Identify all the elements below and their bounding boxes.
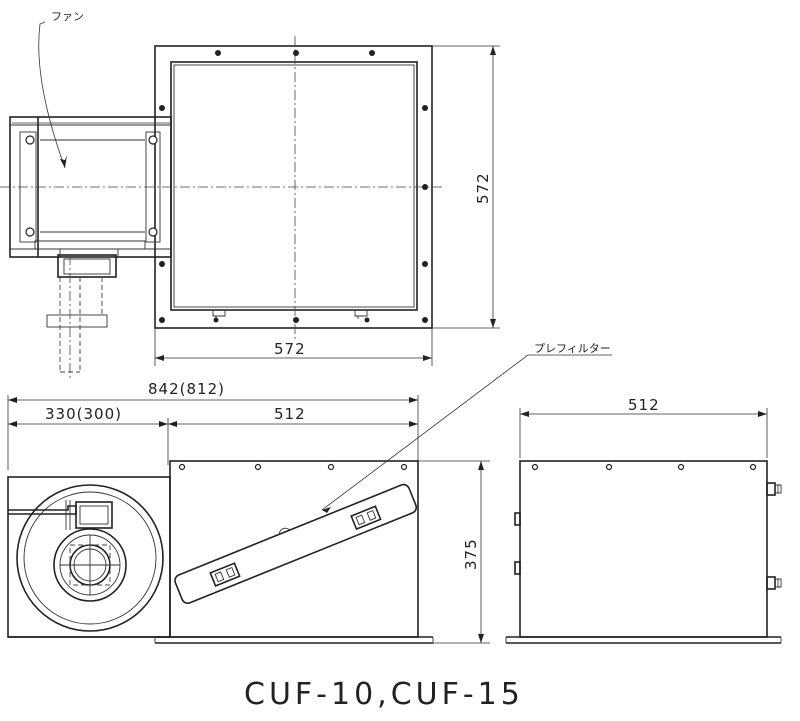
top-view: ファン 572 572 — [0, 10, 500, 380]
cabinet-width-dim: 512 — [274, 405, 306, 423]
side-view: 512 — [505, 396, 782, 644]
fan-outlet-top — [46, 254, 117, 380]
overall-width-dim: 842(812) — [148, 380, 225, 398]
fan-section-width-dim: 330(300) — [45, 405, 122, 423]
fan-casing-front — [7, 476, 171, 638]
cabinet-front — [169, 460, 419, 638]
flange-bolts — [159, 50, 428, 323]
fan-label: ファン — [51, 10, 84, 23]
prefilter-front — [174, 483, 418, 605]
fan-outer-ring — [16, 484, 164, 632]
side-width-dim: 512 — [628, 396, 660, 414]
top-body — [170, 61, 418, 311]
front-view: 842(812) 330(300) 512 — [7, 342, 612, 644]
prefilter-label: プレフィルター — [534, 342, 611, 355]
cabinet-height-dim: 375 — [462, 538, 480, 570]
cabinet-bolts — [178, 463, 408, 471]
fan-motor-box — [75, 501, 113, 529]
fan-housing-top — [9, 116, 172, 258]
cabinet-side — [519, 460, 768, 638]
top-height-dim: 572 — [474, 172, 492, 204]
model-title: CUF-10,CUF-15 — [244, 677, 524, 712]
top-width-dim: 572 — [274, 340, 306, 358]
side-latches — [766, 482, 782, 590]
